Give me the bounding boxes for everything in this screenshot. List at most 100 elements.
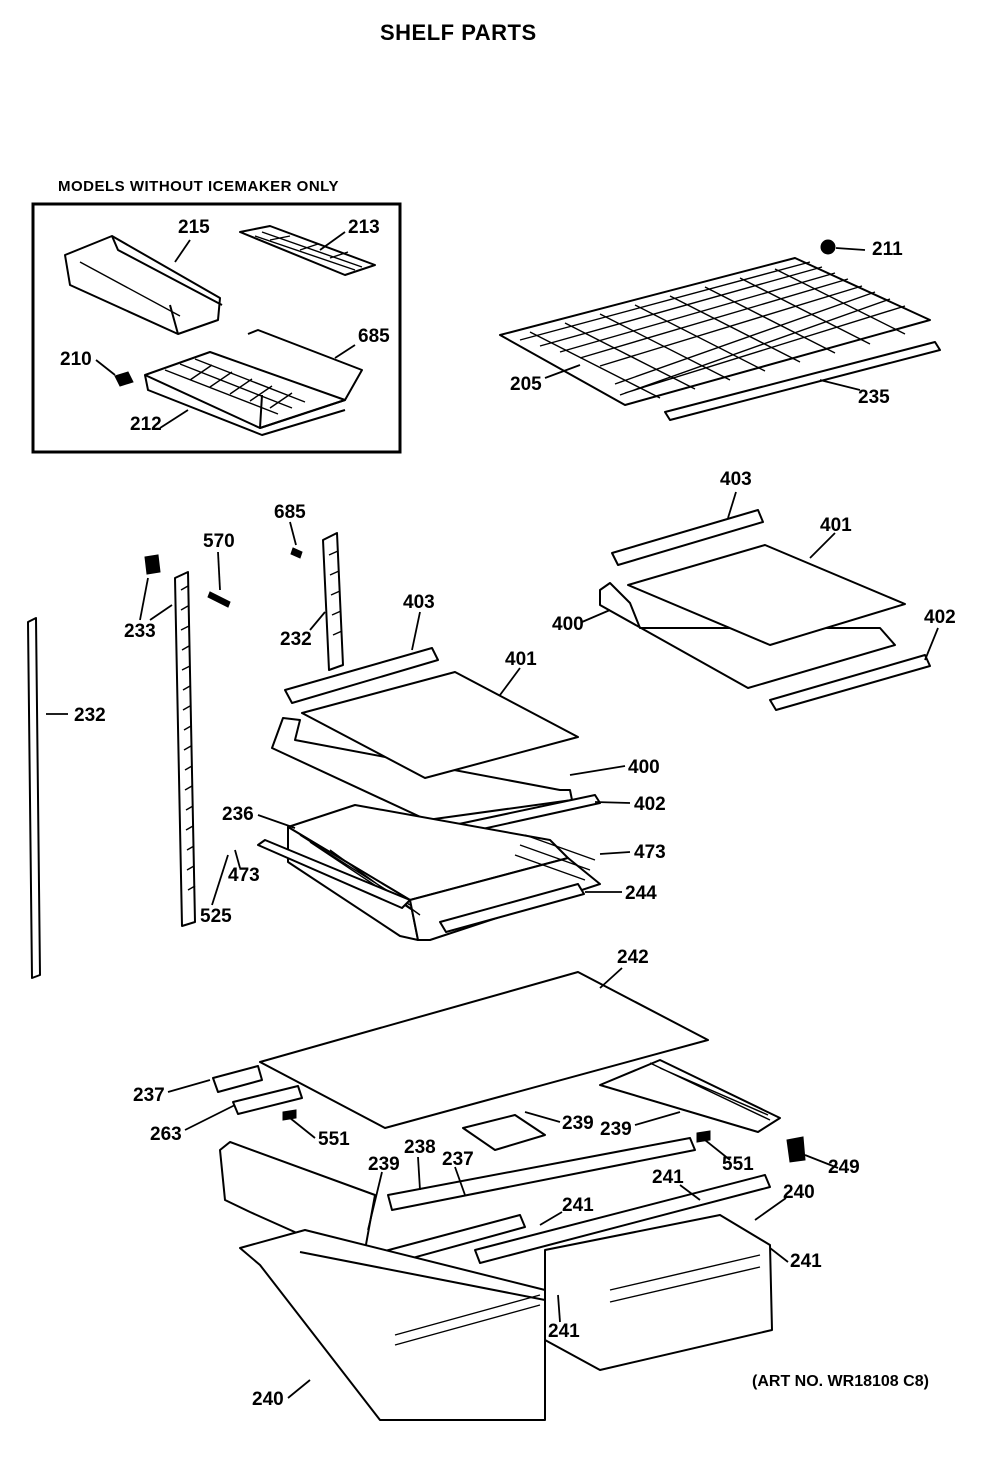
label-570: 570 bbox=[203, 531, 235, 552]
leader-240a bbox=[754, 1197, 787, 1221]
part-551-clip-left bbox=[282, 1109, 297, 1121]
leader-238 bbox=[417, 1156, 421, 1191]
label-402a: 402 bbox=[924, 607, 956, 628]
leader-400b bbox=[569, 765, 626, 776]
label-235: 235 bbox=[858, 387, 890, 408]
label-211: 211 bbox=[872, 239, 903, 260]
label-263: 263 bbox=[150, 1124, 182, 1145]
label-473b: 473 bbox=[228, 865, 260, 886]
leader-239a bbox=[524, 1111, 561, 1123]
leader-210 bbox=[95, 359, 116, 376]
leader-685a bbox=[334, 344, 356, 359]
leader-401b bbox=[499, 667, 521, 696]
label-232b: 232 bbox=[280, 629, 312, 650]
leader-263 bbox=[184, 1104, 236, 1131]
label-215: 215 bbox=[178, 217, 210, 238]
part-570-screw bbox=[207, 591, 231, 608]
label-402b: 402 bbox=[634, 794, 666, 815]
label-400a: 400 bbox=[552, 614, 584, 635]
leader-215 bbox=[174, 239, 191, 263]
leader-237a bbox=[167, 1079, 211, 1093]
leader-241d bbox=[557, 1294, 561, 1323]
part-210-clip bbox=[114, 371, 134, 387]
label-213: 213 bbox=[348, 217, 380, 238]
label-239a: 239 bbox=[562, 1113, 594, 1134]
label-241c: 241 bbox=[790, 1251, 822, 1272]
part-237-clip-left bbox=[212, 1065, 263, 1093]
part-232-tall-rail-left bbox=[27, 617, 41, 979]
label-551a: 551 bbox=[318, 1129, 350, 1150]
label-242: 242 bbox=[617, 947, 649, 968]
label-239b: 239 bbox=[600, 1119, 632, 1140]
leader-205 bbox=[544, 364, 581, 379]
page-title: SHELF PARTS bbox=[380, 20, 537, 45]
part-401-glass-right bbox=[627, 544, 906, 646]
leader-239b bbox=[634, 1111, 681, 1126]
label-685a: 685 bbox=[358, 326, 390, 347]
label-237a: 237 bbox=[133, 1085, 165, 1106]
part-403-trim-right bbox=[611, 509, 764, 566]
leader-242 bbox=[599, 967, 623, 989]
leader-570 bbox=[217, 551, 221, 591]
leader-233 bbox=[139, 577, 149, 621]
label-232a: 232 bbox=[74, 705, 106, 726]
label-240a: 240 bbox=[783, 1182, 815, 1203]
leader-241b bbox=[539, 1211, 563, 1226]
leader-232b bbox=[309, 611, 326, 631]
part-233-clip bbox=[144, 554, 161, 575]
label-551b: 551 bbox=[722, 1154, 754, 1175]
label-241a: 241 bbox=[652, 1167, 684, 1188]
leader-240b bbox=[287, 1379, 311, 1399]
part-249-stop bbox=[786, 1136, 806, 1163]
leader-473a bbox=[599, 851, 631, 855]
inset-frame bbox=[31, 202, 402, 454]
label-240b: 240 bbox=[252, 1389, 284, 1410]
leader-237b bbox=[454, 1166, 466, 1196]
label-249: 249 bbox=[828, 1157, 860, 1178]
leader-402b bbox=[594, 801, 631, 804]
leader-241a bbox=[679, 1184, 701, 1201]
part-211-bumper bbox=[820, 239, 836, 255]
label-205: 205 bbox=[510, 374, 542, 395]
label-210: 210 bbox=[60, 349, 92, 370]
leader-233b bbox=[149, 604, 173, 621]
leader-213 bbox=[319, 231, 346, 251]
leader-235 bbox=[819, 379, 861, 391]
part-403-trim-center bbox=[284, 647, 439, 704]
part-401-glass-center bbox=[301, 671, 579, 779]
part-402-trim-right bbox=[769, 654, 931, 711]
label-237b: 237 bbox=[442, 1149, 474, 1170]
leader-401a bbox=[809, 532, 836, 559]
label-685b: 685 bbox=[274, 502, 306, 523]
label-400b: 400 bbox=[628, 757, 660, 778]
label-403a: 403 bbox=[720, 469, 752, 490]
label-241d: 241 bbox=[548, 1321, 580, 1342]
part-244-trim bbox=[439, 883, 585, 933]
part-212-ice-rack bbox=[144, 329, 363, 436]
inset-title: MODELS WITHOUT ICEMAKER ONLY bbox=[58, 178, 339, 195]
label-238: 238 bbox=[404, 1137, 436, 1158]
label-525: 525 bbox=[200, 906, 232, 927]
part-213-ice-tray bbox=[239, 225, 376, 276]
part-685-screw bbox=[290, 547, 303, 559]
label-401b: 401 bbox=[505, 649, 537, 670]
leader-236 bbox=[257, 814, 296, 829]
leader-239c bbox=[367, 1171, 383, 1231]
part-240-drawer-right bbox=[544, 1214, 773, 1371]
leader-403b bbox=[411, 611, 421, 651]
label-212: 212 bbox=[130, 414, 162, 435]
label-239c: 239 bbox=[368, 1154, 400, 1175]
leader-211 bbox=[835, 247, 866, 251]
part-240-drawer-left bbox=[239, 1229, 546, 1421]
label-401a: 401 bbox=[820, 515, 852, 536]
leader-525 bbox=[211, 854, 229, 906]
leader-212 bbox=[159, 409, 189, 429]
part-551-clip-right bbox=[696, 1130, 711, 1143]
part-239-center-bracket bbox=[462, 1114, 546, 1151]
art-number: (ART NO. WR18108 C8) bbox=[752, 1373, 929, 1390]
part-ladder-rail-center bbox=[174, 571, 196, 927]
part-263-clip bbox=[232, 1085, 303, 1115]
leader-685b bbox=[289, 521, 297, 546]
label-473a: 473 bbox=[634, 842, 666, 863]
